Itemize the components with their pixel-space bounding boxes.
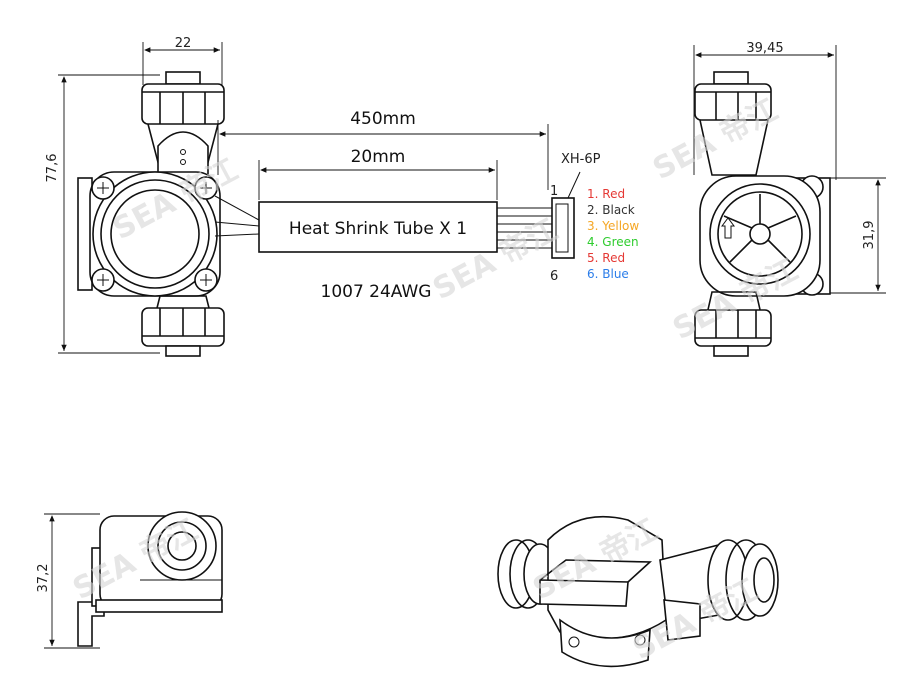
pin-first-label: 1: [550, 184, 558, 199]
dim-height-left: 77,6: [45, 154, 60, 183]
wire-5-label: 5. Red: [587, 251, 625, 265]
wire-4-label: 4. Green: [587, 235, 639, 249]
wire-3-label: 3. Yellow: [587, 219, 639, 233]
dim-width-top: 22: [175, 36, 192, 51]
screw-icon: [91, 176, 218, 292]
connector-label: XH-6P: [561, 152, 601, 167]
heat-shrink-label: Heat Shrink Tube X 1: [289, 219, 467, 239]
cable-assembly: 450mm 20mm Heat Shrink Tube X 1 XH-6P 1 …: [214, 109, 639, 302]
pin-last-label: 6: [550, 269, 558, 284]
wire-legend: 1. Red 2. Black 3. Yellow 4. Green 5. Re…: [587, 187, 639, 281]
dim-strip-length: 20mm: [351, 147, 406, 167]
cable-spec-label: 1007 24AWG: [321, 282, 432, 302]
dim-width-side: 39,45: [746, 41, 783, 56]
dim-cable-length: 450mm: [350, 109, 416, 129]
bottom-view: 37,2: [36, 511, 223, 649]
front-view: 22 77,6: [45, 36, 225, 357]
dim-height-side: 31,9: [862, 221, 877, 250]
isometric-view: [497, 515, 779, 668]
wire-1-label: 1. Red: [587, 187, 625, 201]
impeller-icon: [721, 194, 797, 263]
side-view: 39,45 31,9: [693, 41, 886, 357]
dim-height-bottom: 37,2: [36, 564, 51, 593]
wire-6-label: 6. Blue: [587, 267, 629, 281]
wire-2-label: 2. Black: [587, 203, 635, 217]
